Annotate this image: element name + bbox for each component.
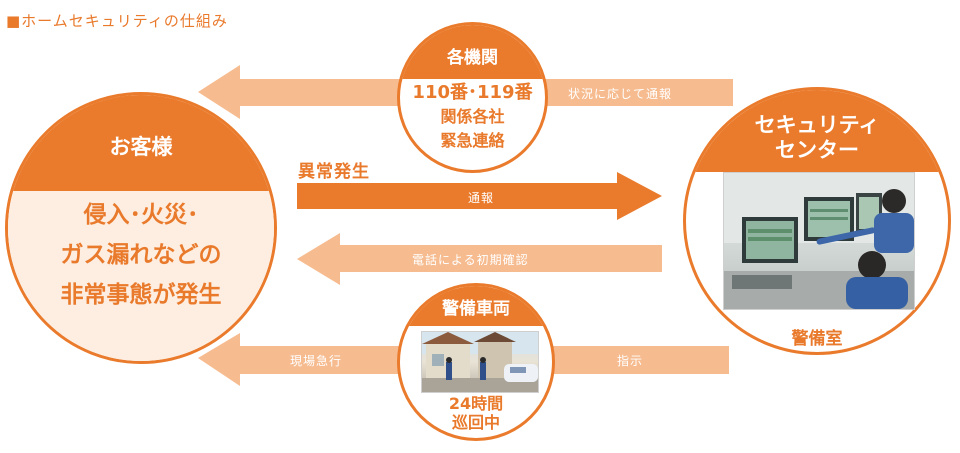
- label-instruct: 指示: [617, 354, 644, 368]
- page-title-text: ■ホームセキュリティの仕組み: [6, 12, 228, 30]
- agencies-node: 各機関 110番･119番 関係各社 緊急連絡: [397, 22, 548, 173]
- customer-line: ガス漏れなどの: [60, 242, 222, 268]
- customer-line: 非常事態が発生: [60, 282, 222, 308]
- customer-title: お客様: [8, 95, 274, 191]
- patrol-title-text: 警備車両: [442, 298, 510, 319]
- customer-description: 侵入･火災･ ガス漏れなどの 非常事態が発生: [8, 195, 274, 315]
- agencies-line: 110番･119番: [412, 82, 533, 103]
- arrow-report: [297, 172, 662, 220]
- patrol-scene-image: [421, 331, 539, 393]
- label-event: 異常発生: [298, 162, 370, 182]
- label-report: 通報: [468, 191, 495, 205]
- customer-title-text: お客様: [109, 135, 173, 159]
- label-confirm-call: 電話による初期確認: [412, 253, 529, 267]
- page-title: ■ホームセキュリティの仕組み: [6, 10, 228, 31]
- patrol-title: 警備車両: [400, 286, 552, 326]
- patrol-line: 24時間: [448, 394, 504, 413]
- agencies-description: 110番･119番 関係各社 緊急連絡: [400, 81, 545, 153]
- agencies-title: 各機関: [400, 25, 545, 79]
- security-center-title-line: セキュリティ: [754, 113, 880, 137]
- patrol-line: 巡回中: [451, 413, 500, 432]
- label-rush: 現場急行: [290, 354, 343, 368]
- agencies-line: 緊急連絡: [440, 131, 505, 150]
- agencies-line: 関係各社: [440, 107, 505, 126]
- patrol-description: 24時間 巡回中: [400, 394, 552, 432]
- customer-node: お客様 侵入･火災･ ガス漏れなどの 非常事態が発生: [5, 92, 277, 364]
- arrow-instruct: [540, 346, 729, 374]
- customer-body: [8, 191, 274, 361]
- arrow-confirm-call: [297, 233, 662, 285]
- customer-line: 侵入･火災･: [83, 202, 199, 228]
- security-center-title-line: センター: [775, 138, 859, 162]
- security-room-label: 警備室: [791, 329, 843, 349]
- security-center-title: セキュリティ センター: [686, 90, 948, 172]
- office-monitors-image: [723, 172, 915, 310]
- agencies-title-text: 各機関: [447, 47, 498, 68]
- label-agency-to-customer: 状況に応じて通報: [568, 87, 673, 101]
